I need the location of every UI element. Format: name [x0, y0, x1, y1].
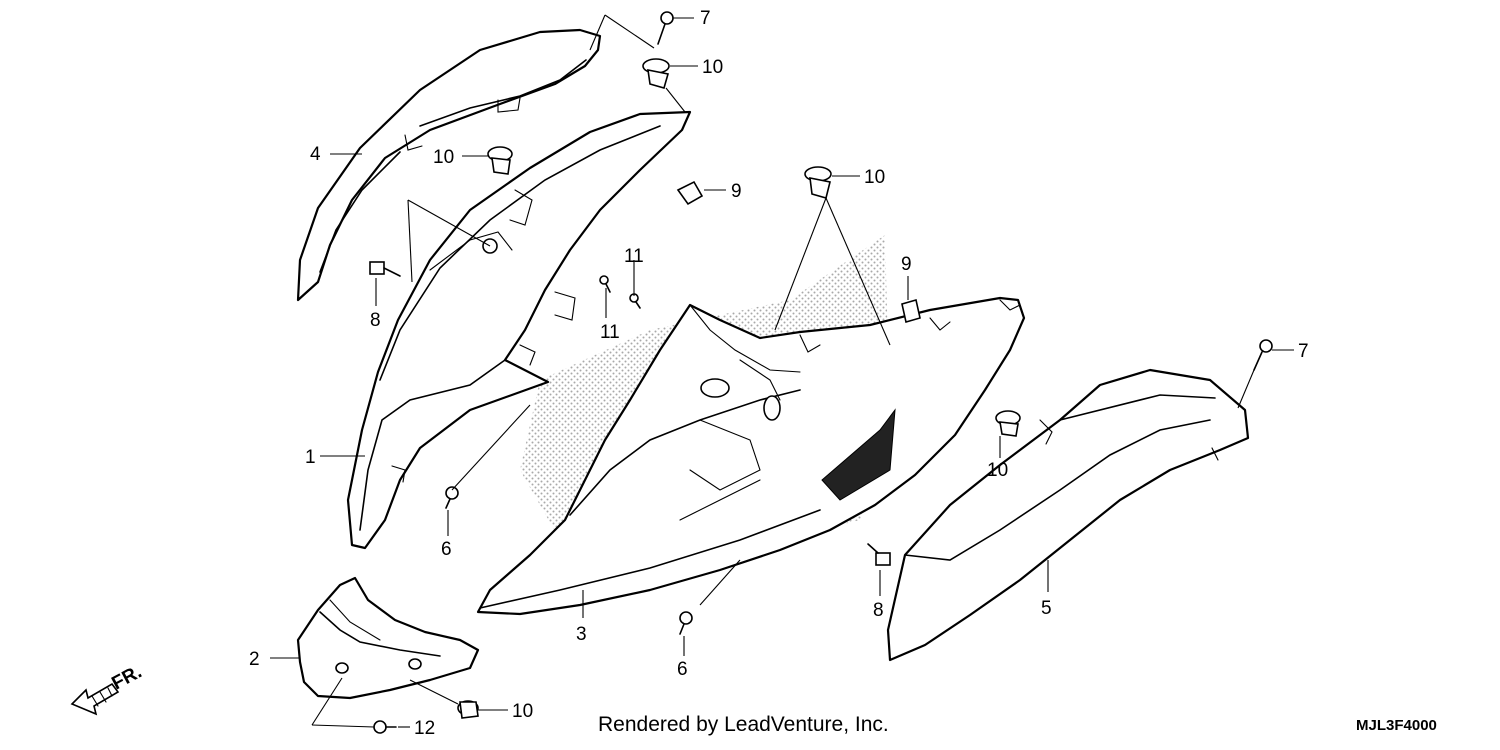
- bolt-6-right: [679, 611, 693, 635]
- screw-11-left: [599, 275, 611, 293]
- callout-10-right: 10: [987, 460, 1008, 481]
- callout-10-left: 10: [433, 147, 454, 168]
- nut-9-right: [901, 298, 921, 324]
- callout-labels: 7 10 10 4 9 10 11 9 8 11 7 1 10 6 3 8 5 …: [249, 8, 1309, 739]
- callout-10-upper: 10: [702, 57, 723, 78]
- part-3-center-cover: [476, 296, 1026, 616]
- fasteners: [369, 11, 1273, 734]
- credit-text: Rendered by LeadVenture, Inc.: [598, 713, 889, 736]
- part-1-side-cover: [346, 110, 692, 550]
- callout-9-left: 9: [731, 181, 742, 202]
- bolt-7-upper: [657, 11, 674, 45]
- callout-8-left: 8: [370, 310, 381, 331]
- screw-11-right: [629, 293, 641, 309]
- bolt-8-right: [867, 543, 891, 566]
- callout-5: 5: [1041, 598, 1052, 619]
- callout-4: 4: [310, 144, 321, 165]
- callout-10-lower: 10: [512, 701, 533, 722]
- clip-10-right: [995, 410, 1021, 437]
- nut-9-left: [676, 180, 704, 206]
- screw-12: [373, 720, 397, 734]
- leader-lines: [270, 14, 1294, 728]
- callout-1: 1: [305, 447, 316, 468]
- callout-7-upper: 7: [700, 8, 711, 29]
- callout-8-right: 8: [873, 600, 884, 621]
- part-2-lower-cover: [296, 576, 480, 700]
- front-direction-arrow: FR.: [70, 662, 145, 716]
- clip-10-middle: [804, 166, 832, 199]
- callout-6-left: 6: [441, 539, 452, 560]
- callout-11-lower: 11: [600, 322, 620, 343]
- callout-11-upper: 11: [624, 246, 644, 267]
- callout-9-right: 9: [901, 254, 912, 275]
- bolt-6-left: [445, 486, 459, 509]
- part-5-right-cover: [886, 368, 1250, 662]
- callout-10-middle: 10: [864, 167, 885, 188]
- diagram-code: MJL3F4000: [1356, 717, 1437, 734]
- part-4-upper-cowl: [296, 28, 602, 302]
- callout-12: 12: [414, 718, 435, 739]
- bolt-7-right: [1253, 339, 1273, 371]
- callout-2: 2: [249, 649, 260, 670]
- callout-3: 3: [576, 624, 587, 645]
- callout-6-right: 6: [677, 659, 688, 680]
- bolt-8-left: [369, 261, 401, 277]
- clip-10-upper: [642, 58, 670, 89]
- callout-7-right: 7: [1298, 341, 1309, 362]
- clip-10-lower: [457, 700, 479, 719]
- clip-10-left: [487, 146, 513, 175]
